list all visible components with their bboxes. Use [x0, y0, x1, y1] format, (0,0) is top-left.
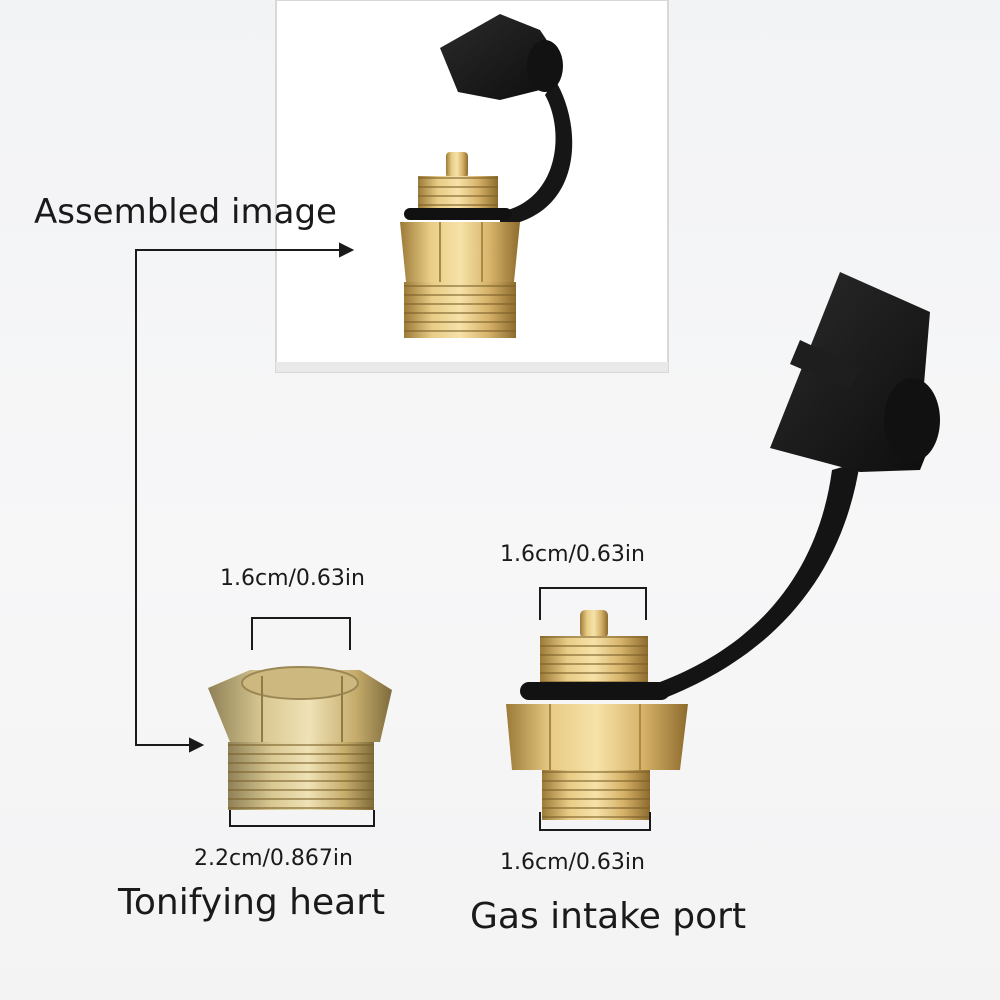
connector-bracket [135, 242, 355, 753]
gas-bottom-dimension: 1.6cm/0.63in [500, 850, 645, 875]
tonifying-heart-label: Tonifying heart [118, 882, 386, 923]
assembled-image-label: Assembled image [34, 192, 337, 232]
gas-dimension-lines [539, 587, 651, 831]
assembled-port-part [400, 14, 573, 338]
tonifying-bottom-dimension: 2.2cm/0.867in [194, 846, 353, 871]
gas-intake-port-label: Gas intake port [470, 896, 747, 937]
gas-top-dimension: 1.6cm/0.63in [500, 542, 645, 567]
tonifying-dimension-lines [229, 617, 375, 827]
tonifying-top-dimension: 1.6cm/0.63in [220, 566, 365, 591]
tonifying-heart-part [208, 666, 392, 810]
assembled-photo-card [275, 0, 669, 373]
gas-intake-port-part [506, 272, 940, 820]
